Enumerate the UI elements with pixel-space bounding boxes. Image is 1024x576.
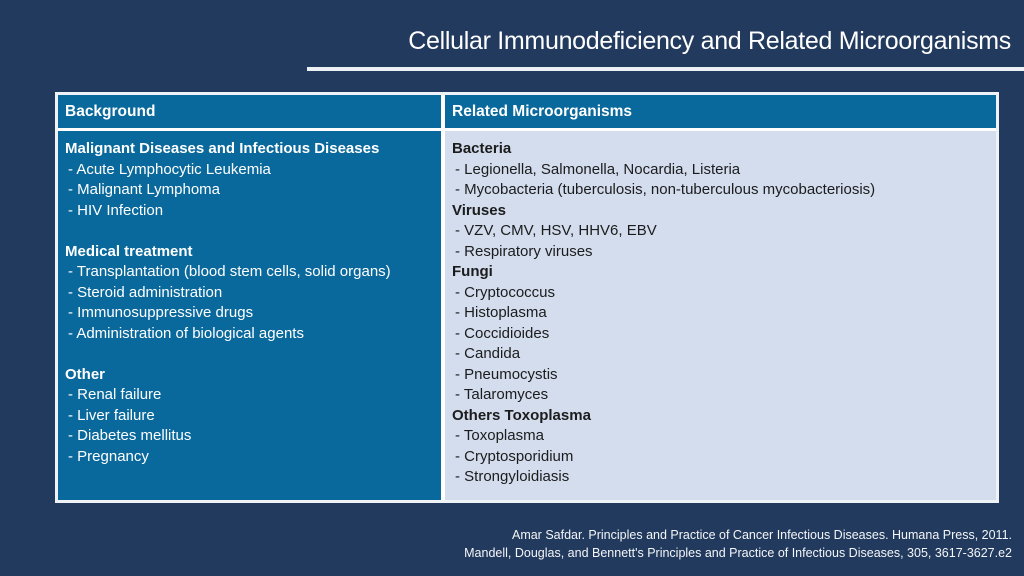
list-item: - Strongyloidiasis [455, 468, 570, 485]
list-item: - Histoplasma [455, 304, 547, 321]
list-item: - Immunosuppressive drugs [68, 304, 254, 321]
microorganisms-column: Bacteria - Legionella, Salmonella, Nocard… [445, 131, 996, 500]
list-item: - Legionella, Salmonella, Nocardia, List… [455, 160, 741, 178]
footer-citation: Amar Safdar. Principles and Practice of … [464, 527, 1012, 562]
list-item: - Steroid administration [68, 283, 223, 301]
list-item: - Pregnancy [68, 447, 149, 465]
section-heading: Malignant Diseases and Infectious Diseas… [65, 140, 380, 157]
section-heading: Medical treatment [65, 242, 193, 260]
list-item: - Cryptosporidium [455, 447, 574, 465]
list-item: - Candida [455, 345, 521, 362]
table-section: Other - Renal failure - Liver failure - Dia… [65, 365, 435, 468]
table-section: Bacteria - Legionella, Salmonella, Nocard… [452, 139, 990, 201]
list-item: - HIV Infection [68, 201, 164, 219]
column-header-related-microorganisms: Related Microorganisms [452, 102, 633, 120]
section-heading: Viruses [452, 201, 506, 219]
list-item: - Renal failure [68, 386, 162, 403]
list-item: - Administration of biological agents [68, 324, 304, 342]
table-body-row: Malignant Diseases and Infectious Diseas… [58, 131, 996, 500]
list-item: - VZV, CMV, HSV, HHV6, EBV [455, 222, 657, 239]
column-header-background: Background [58, 95, 445, 128]
footer-citation-line-1: Amar Safdar. Principles and Practice of … [511, 528, 1012, 542]
list-item: - Talaromyces [455, 386, 549, 403]
list-item: - Diabetes mellitus [68, 427, 192, 444]
table-section: Medical treatment - Transplantation (bloo… [65, 242, 435, 345]
section-heading: Others Toxoplasma [452, 406, 591, 424]
section-heading: Bacteria [452, 140, 512, 157]
immunodeficiency-table: Background Related Microorganisms Malign… [55, 92, 999, 503]
list-item: - Toxoplasma [455, 427, 544, 444]
table-section: Viruses - VZV, CMV, HSV, HHV6, EBV - Respi… [452, 201, 990, 263]
list-item: - Mycobacteria (tuberculosis, non-tuberc… [455, 181, 876, 198]
table-header-row: Background Related Microorganisms [58, 95, 996, 131]
section-heading: Other [65, 365, 106, 383]
list-item: - Coccidioides [455, 324, 550, 342]
list-item: - Liver failure [68, 406, 155, 424]
title-underline [307, 67, 1024, 71]
slide-title: Cellular Immunodeficiency and Related Mi… [408, 27, 1011, 55]
list-item: - Malignant Lymphoma [68, 181, 221, 198]
list-item: - Respiratory viruses [455, 242, 593, 260]
table-section: Malignant Diseases and Infectious Diseas… [65, 139, 435, 221]
list-item: - Pneumocystis [455, 365, 558, 383]
list-item: - Cryptococcus [455, 283, 556, 301]
background-column: Malignant Diseases and Infectious Diseas… [58, 131, 445, 500]
section-heading: Fungi [452, 263, 493, 280]
footer-citation-line-2: Mandell, Douglas, and Bennett's Principl… [464, 545, 1012, 560]
table-section: Others Toxoplasma - Toxoplasma - Cryptospo… [452, 406, 990, 488]
list-item: - Transplantation (blood stem cells, sol… [68, 263, 391, 280]
table-section: Fungi - Cryptococcus - Histoplasma - Coccid… [452, 262, 990, 406]
list-item: - Acute Lymphocytic Leukemia [68, 160, 271, 178]
